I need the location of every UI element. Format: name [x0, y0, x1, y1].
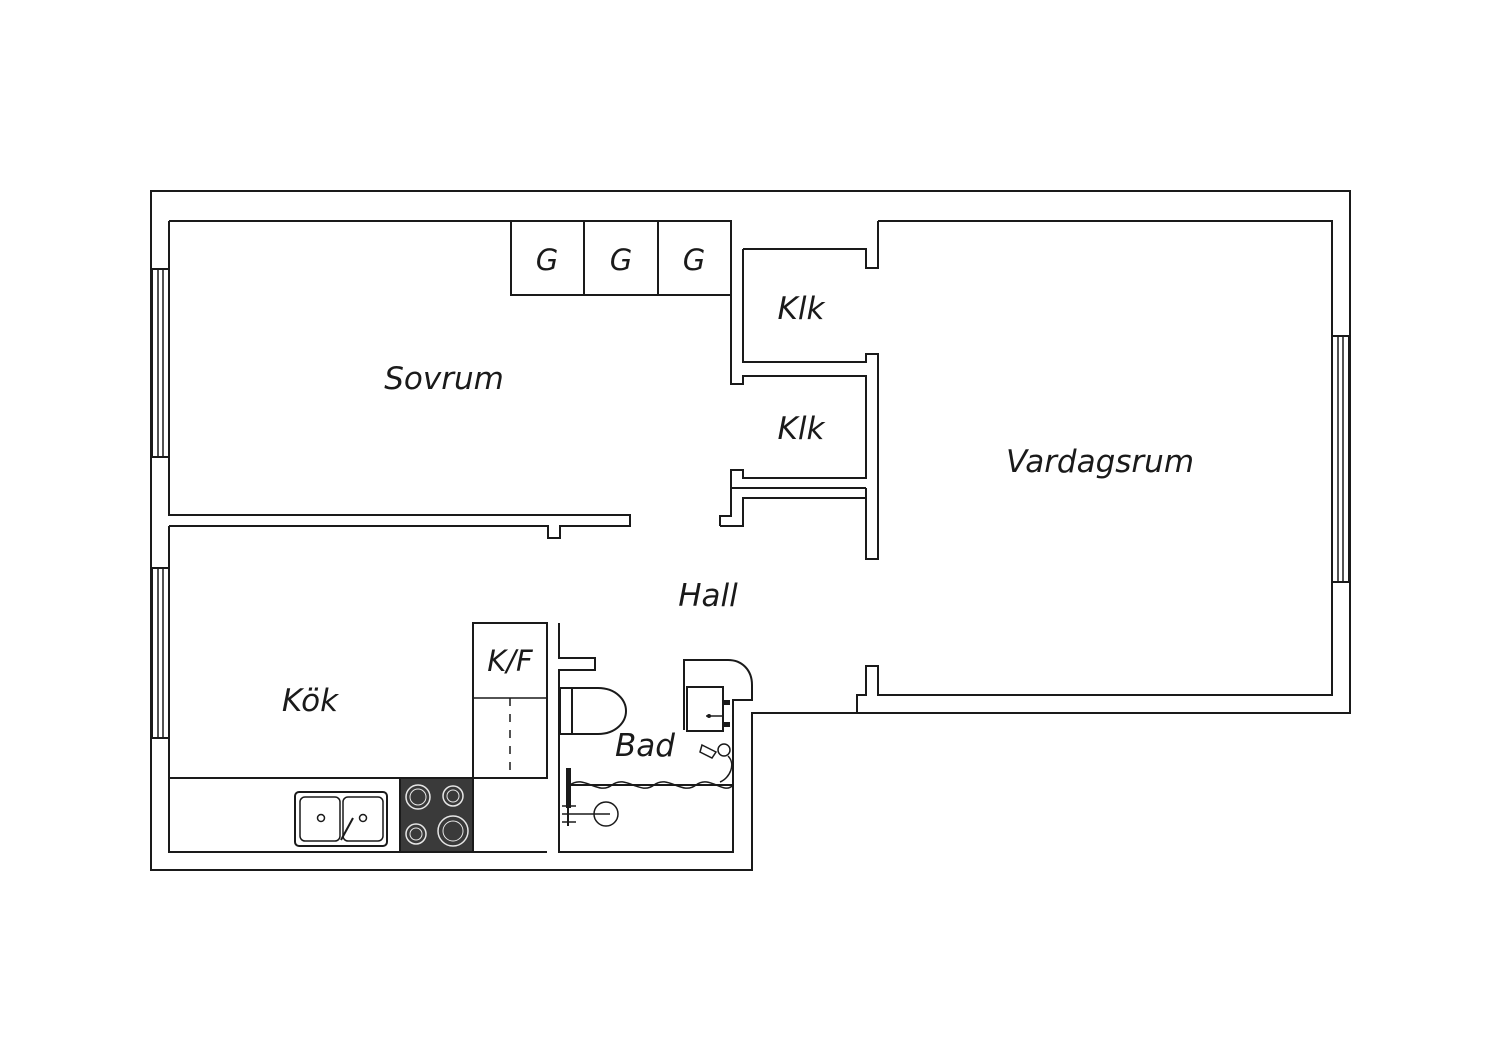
label-kok: Kök [282, 683, 339, 719]
shower-fixture-icon [562, 798, 619, 827]
bad-wall [558, 623, 753, 853]
label-wardrobe-2: G [610, 243, 632, 277]
label-wardrobe-3: G [683, 243, 705, 277]
window-kok [151, 567, 170, 739]
wardrobe-3 [657, 220, 732, 296]
window-vardagsrum [1331, 335, 1350, 583]
shower-curtain-icon [566, 768, 734, 808]
label-wardrobe-1: G [536, 243, 558, 277]
label-sovrum: Sovrum [384, 361, 504, 397]
stove-icon [399, 777, 474, 853]
label-vardagsrum: Vardagsrum [1006, 444, 1194, 480]
sink-icon [294, 791, 388, 847]
label-hall: Hall [678, 578, 738, 614]
label-klk-lower: Klk [778, 411, 826, 447]
wardrobe-2 [583, 220, 659, 296]
label-bad: Bad [615, 728, 675, 764]
wardrobe-1 [510, 220, 585, 296]
window-sovrum [151, 268, 170, 458]
label-kf: K/F [487, 644, 534, 678]
klk-upper-wall [742, 221, 879, 560]
washbasin-icon [686, 686, 730, 732]
toilet-icon [559, 687, 628, 735]
label-klk-upper: Klk [778, 291, 826, 327]
sovrum-wall [168, 220, 867, 539]
outer-wall [150, 190, 1351, 871]
shower-head-icon [699, 743, 733, 783]
klk-lower-wall [719, 488, 866, 527]
